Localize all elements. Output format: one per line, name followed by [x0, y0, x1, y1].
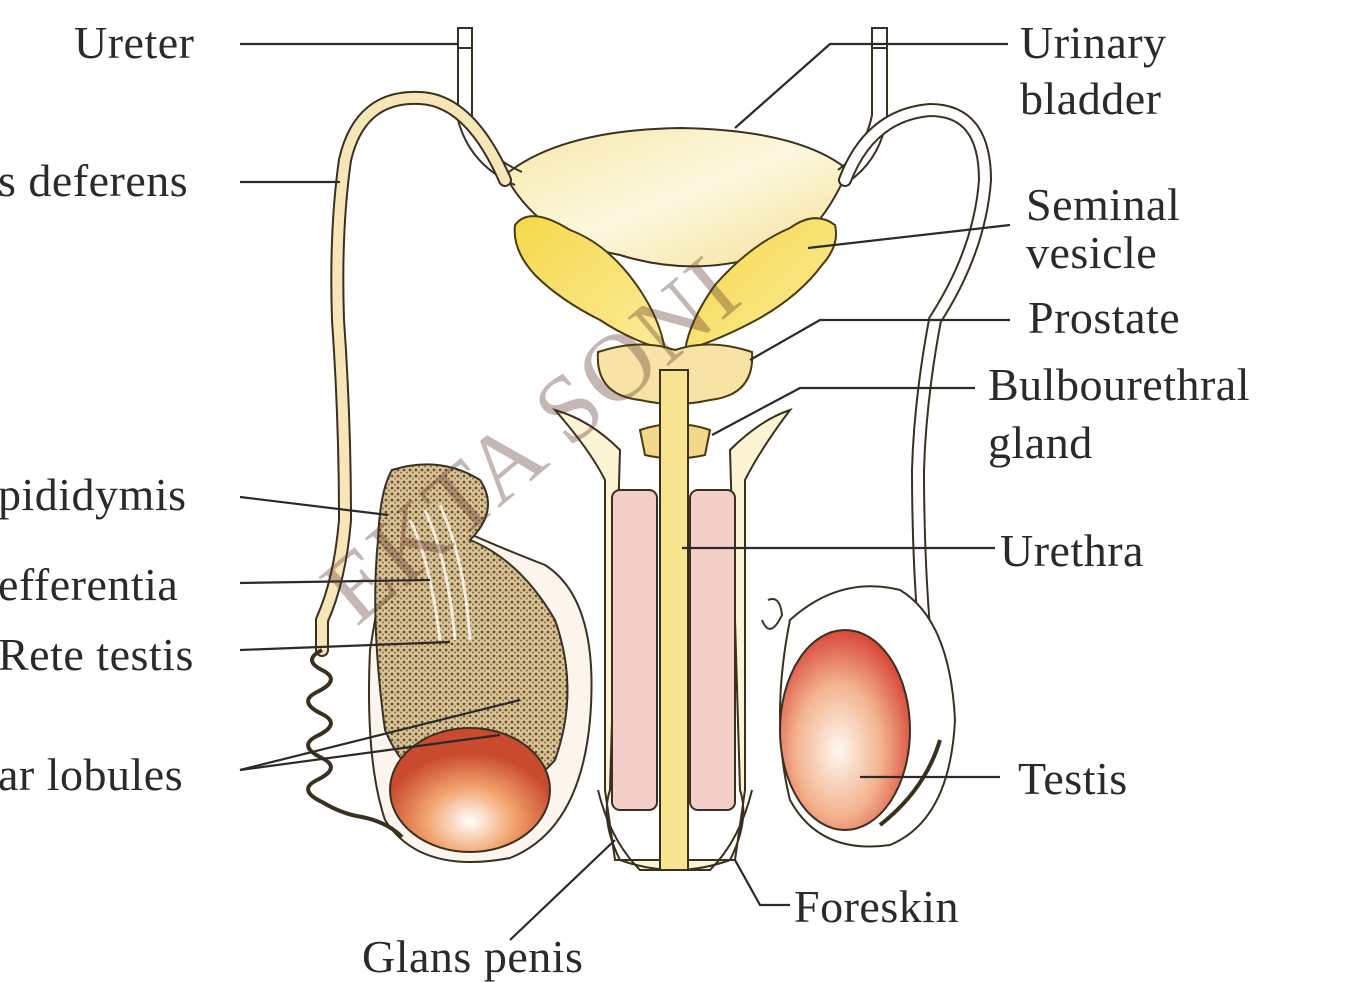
label-rete-testis: Rete testis — [0, 629, 194, 680]
leader-foreskin — [734, 859, 790, 907]
label-bulbourethral-line1: Bulbourethral — [988, 359, 1250, 410]
label-urinary-bladder-line2: bladder — [1020, 73, 1162, 124]
leader-epididymis — [239, 495, 389, 517]
label-epididymis: pididymis — [0, 469, 187, 520]
label-bulbourethral-line2: gland — [988, 417, 1093, 468]
label-urethra: Urethra — [1000, 525, 1144, 576]
leader-prostate — [749, 318, 1010, 361]
urethra-shape — [659, 369, 689, 871]
leader-glans-penis — [509, 839, 616, 941]
leader-lines — [239, 42, 1011, 941]
label-seminal-vesicle-line1: Seminal — [1026, 179, 1181, 230]
label-glans-penis: Glans penis — [362, 931, 584, 982]
epididymis-shape — [374, 463, 569, 802]
corpus-cavernosum-right — [689, 489, 736, 811]
testis-left-shape — [389, 727, 551, 853]
testis-right-shape — [779, 629, 911, 831]
coiled-vas-deferens-left — [306, 648, 404, 839]
leader-bulbourethral — [711, 386, 975, 436]
label-vas-deferens: s deferens — [0, 155, 189, 206]
corpus-cavernosum-left — [611, 489, 658, 811]
leader-seminal-vesicle — [807, 223, 1011, 250]
label-foreskin: Foreskin — [794, 881, 959, 932]
label-seminal-vesicle-line2: vesicle — [1026, 227, 1158, 278]
label-prostate: Prostate — [1028, 292, 1181, 343]
label-ureter: Ureter — [74, 17, 195, 68]
leader-rete-testis — [239, 640, 451, 652]
label-vasa-efferentia: efferentia — [0, 559, 179, 610]
glans-shape — [597, 789, 753, 871]
label-testis: Testis — [1018, 753, 1128, 804]
leader-vasa-efferentia — [239, 578, 431, 585]
leader-urinary-bladder — [734, 42, 1008, 129]
label-urinary-bladder-line1: Urinary — [1020, 17, 1167, 68]
label-testicular-lobules: ar lobules — [0, 749, 184, 800]
leader-lobules-2 — [239, 698, 521, 772]
leader-lobules-1 — [239, 733, 501, 772]
